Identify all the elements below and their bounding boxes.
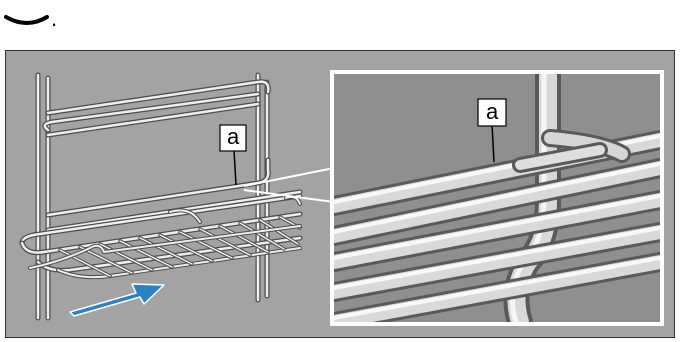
callout-main-label: a	[227, 124, 240, 149]
zoom-inset: a	[330, 70, 664, 326]
header: .	[6, 6, 57, 31]
header-period: .	[51, 6, 57, 31]
callout-zoom-label: a	[486, 99, 499, 124]
curved-wave-icon	[6, 17, 47, 23]
